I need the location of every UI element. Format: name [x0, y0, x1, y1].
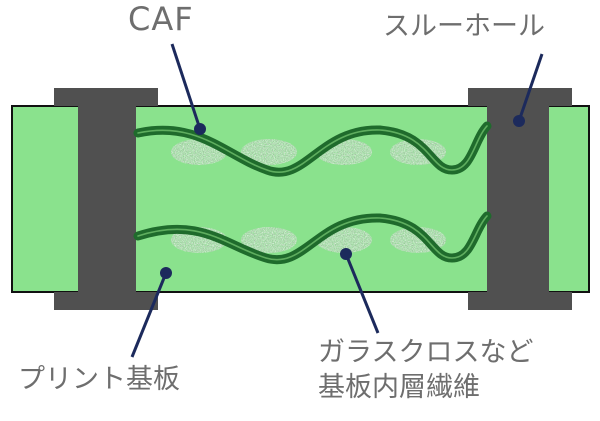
- leader-line-through-hole: [513, 53, 544, 127]
- glass-cloth-thread-lower: [133, 211, 492, 265]
- label-glass-cloth: ガラスクロスなど 基板内層繊維: [318, 336, 533, 405]
- label-glass-cloth-line1: ガラスクロスなど: [318, 337, 534, 368]
- leader-line-printed-board: [130, 267, 172, 358]
- leader-line-caf: [170, 43, 206, 135]
- through-hole-left: [54, 88, 158, 310]
- label-glass-cloth-line2: 基板内層繊維: [318, 371, 480, 403]
- leader-line-glass-cloth: [340, 248, 380, 334]
- label-printed-board: プリント基板: [18, 364, 180, 395]
- label-caf: CAF: [128, 0, 194, 38]
- label-through-hole: スルーホール: [383, 11, 545, 42]
- through-hole-right: [468, 88, 572, 310]
- fiber-bundle: [241, 139, 297, 165]
- glass-cloth-thread-upper: [133, 121, 492, 177]
- fiber-bundle: [241, 227, 297, 253]
